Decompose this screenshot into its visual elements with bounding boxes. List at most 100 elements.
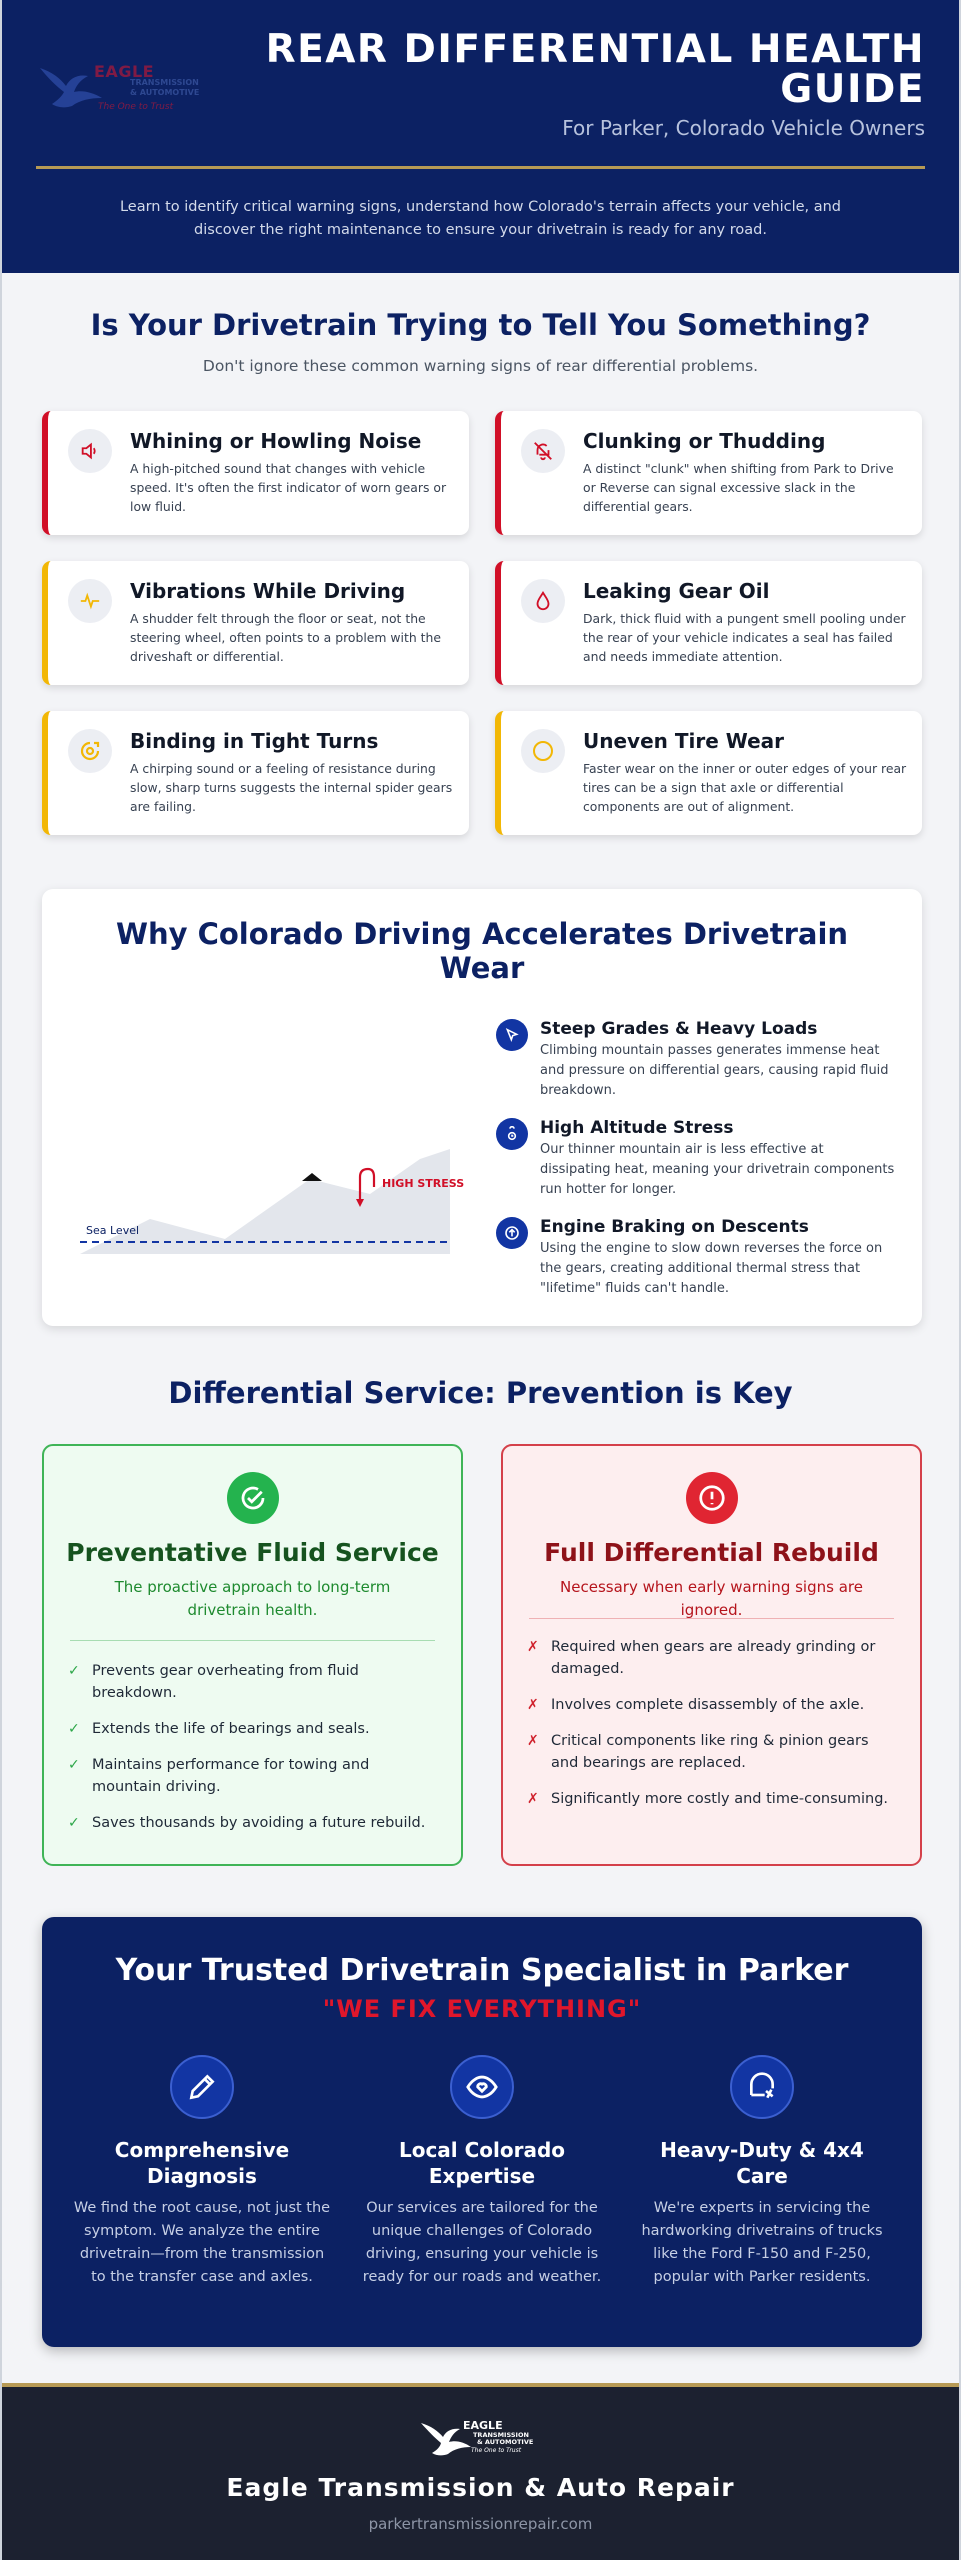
pencil-icon	[170, 2055, 234, 2119]
sea-level-label: Sea Level	[86, 1224, 139, 1237]
svg-text:The One to Trust: The One to Trust	[471, 2447, 522, 2454]
eagle-icon	[40, 68, 102, 108]
warning-text: Dark, thick fluid with a pungent smell p…	[583, 611, 906, 664]
preventative-card: Preventative Fluid Service The proactive…	[42, 1444, 463, 1866]
warning-title: Vibrations While Driving	[130, 579, 406, 603]
eagle-icon	[420, 2423, 471, 2456]
specialist-feature: Comprehensive Diagnosis We find the root…	[72, 2055, 332, 2289]
page-subtitle: For Parker, Colorado Vehicle Owners	[562, 116, 925, 140]
rebuild-card: Full Differential Rebuild Necessary when…	[501, 1444, 922, 1866]
cursor-icon	[496, 1019, 528, 1051]
warning-title: Uneven Tire Wear	[583, 729, 785, 753]
factor-title: Steep Grades & Heavy Loads	[540, 1019, 818, 1039]
warning-card: Clunking or Thudding A distinct "clunk" …	[495, 411, 922, 535]
specialist-section: Your Trusted Drivetrain Specialist in Pa…	[42, 1917, 922, 2347]
specialist-feature: Heavy-Duty & 4x4 Care We're experts in s…	[632, 2055, 892, 2289]
factor-text: Climbing mountain passes generates immen…	[540, 1043, 889, 1098]
preventative-title: Preventative Fluid Service	[66, 1538, 439, 1567]
eye-heart-icon	[450, 2055, 514, 2119]
feature-text: Our services are tailored for the unique…	[362, 2200, 602, 2285]
factor-title: High Altitude Stress	[540, 1118, 734, 1138]
intro-text: Learn to identify critical warning signs…	[119, 199, 842, 238]
warning-title: Clunking or Thudding	[583, 429, 826, 453]
check-icon: ✓	[68, 1757, 80, 1773]
warning-text: A high-pitched sound that changes with v…	[130, 461, 447, 514]
specialist-feature: Local Colorado Expertise Our services ar…	[352, 2055, 612, 2289]
warning-text: Faster wear on the inner or outer edges …	[583, 761, 907, 814]
warning-card: Uneven Tire Wear Faster wear on the inne…	[495, 711, 922, 835]
warnings-subtitle: Don't ignore these common warning signs …	[202, 357, 759, 375]
svg-text:TRANSMISSION: TRANSMISSION	[473, 2431, 529, 2439]
factor-text: Using the engine to slow down reverses t…	[540, 1241, 883, 1296]
mountain-peak-icon	[302, 1173, 322, 1181]
high-stress-label: HIGH STRESS	[382, 1177, 464, 1190]
gear-icon	[68, 729, 112, 773]
service-title: Differential Service: Prevention is Key	[168, 1376, 793, 1410]
list-item: ✓Extends the life of bearings and seals.	[68, 1718, 441, 1740]
preventative-list: ✓Prevents gear overheating from fluid br…	[68, 1660, 441, 1848]
thermometer-icon	[496, 1118, 528, 1150]
mountain-terrain	[80, 1149, 450, 1254]
page-title: REAR DIFFERENTIAL HEALTH GUIDE	[265, 27, 925, 112]
check-circle-icon	[226, 1472, 279, 1524]
truck-badge-icon	[730, 2055, 794, 2119]
business-name: Eagle Transmission & Auto Repair	[226, 2473, 735, 2502]
mountain-illustration: Sea Level HIGH STRESS	[80, 1149, 464, 1254]
rebuild-list: ✗Required when gears are already grindin…	[527, 1636, 900, 1824]
list-item: ✗Involves complete disassembly of the ax…	[527, 1694, 900, 1716]
divider	[529, 1618, 894, 1619]
warning-text: A chirping sound or a feeling of resista…	[130, 761, 453, 814]
warnings-title: Is Your Drivetrain Trying to Tell You So…	[90, 308, 871, 342]
footer-logo: EAGLE TRANSMISSION & AUTOMOTIVE The One …	[420, 2419, 533, 2456]
logo-brand: EAGLE	[94, 62, 155, 81]
check-icon: ✓	[68, 1815, 80, 1831]
list-item: ✓Saves thousands by avoiding a future re…	[68, 1812, 441, 1834]
rebuild-title: Full Differential Rebuild	[544, 1538, 879, 1567]
divider	[70, 1640, 435, 1641]
colorado-section: Why Colorado Driving Accelerates Drivetr…	[42, 889, 922, 1326]
list-item: ✓Maintains performance for towing and mo…	[68, 1754, 441, 1798]
footer: EAGLE TRANSMISSION & AUTOMOTIVE The One …	[2, 2383, 959, 2560]
rebuild-subtitle: Necessary when early warning signs are i…	[560, 1578, 863, 1619]
list-item: ✗Required when gears are already grindin…	[527, 1636, 900, 1680]
feature-text: We're experts in servicing the hardworki…	[641, 2200, 883, 2285]
speaker-icon	[68, 429, 112, 473]
warning-card: Whining or Howling Noise A high-pitched …	[42, 411, 469, 535]
warning-card: Vibrations While Driving A shudder felt …	[42, 561, 469, 685]
eagle-logo: EAGLE TRANSMISSION& AUTOMOTIVE The One t…	[38, 54, 208, 124]
feature-text: We find the root cause, not just the sym…	[73, 2200, 331, 2285]
factor-title: Engine Braking on Descents	[540, 1217, 809, 1237]
divider	[36, 166, 925, 169]
cross-icon: ✗	[527, 1697, 539, 1713]
factor-text: Our thinner mountain air is less effecti…	[540, 1142, 895, 1197]
warning-text: A shudder felt through the floor or seat…	[130, 611, 441, 664]
list-item: ✓Prevents gear overheating from fluid br…	[68, 1660, 441, 1704]
warning-text: A distinct "clunk" when shifting from Pa…	[583, 461, 894, 514]
cross-icon: ✗	[527, 1733, 539, 1749]
logo-tagline: The One to Trust	[98, 102, 174, 112]
bell-off-icon	[521, 429, 565, 473]
colorado-title: Why Colorado Driving Accelerates Drivetr…	[115, 917, 849, 985]
feature-title: Comprehensive Diagnosis	[114, 2138, 290, 2188]
stress-arrow-icon	[358, 1167, 376, 1201]
warning-title: Binding in Tight Turns	[130, 729, 379, 753]
feature-title: Local Colorado Expertise	[398, 2138, 566, 2188]
list-item: ✗Significantly more costly and time-cons…	[527, 1788, 900, 1810]
warning-title: Leaking Gear Oil	[583, 579, 770, 603]
header: EAGLE TRANSMISSION& AUTOMOTIVE The One t…	[2, 0, 959, 273]
cross-icon: ✗	[527, 1791, 539, 1807]
warning-card: Binding in Tight Turns A chirping sound …	[42, 711, 469, 835]
specialist-title: Your Trusted Drivetrain Specialist in Pa…	[115, 1953, 849, 1988]
list-item: ✗Critical components like ring & pinion …	[527, 1730, 900, 1774]
cross-icon: ✗	[527, 1639, 539, 1655]
website-link[interactable]: parkertransmissionrepair.com	[368, 2515, 593, 2533]
check-icon: ✓	[68, 1721, 80, 1737]
tire-icon	[521, 729, 565, 773]
droplet-icon	[521, 579, 565, 623]
check-icon: ✓	[68, 1663, 80, 1679]
svg-text:& AUTOMOTIVE: & AUTOMOTIVE	[477, 2438, 533, 2446]
feature-title: Heavy-Duty & 4x4 Care	[660, 2138, 864, 2188]
warning-title: Whining or Howling Noise	[130, 429, 422, 453]
preventative-subtitle: The proactive approach to long-term driv…	[114, 1578, 391, 1619]
